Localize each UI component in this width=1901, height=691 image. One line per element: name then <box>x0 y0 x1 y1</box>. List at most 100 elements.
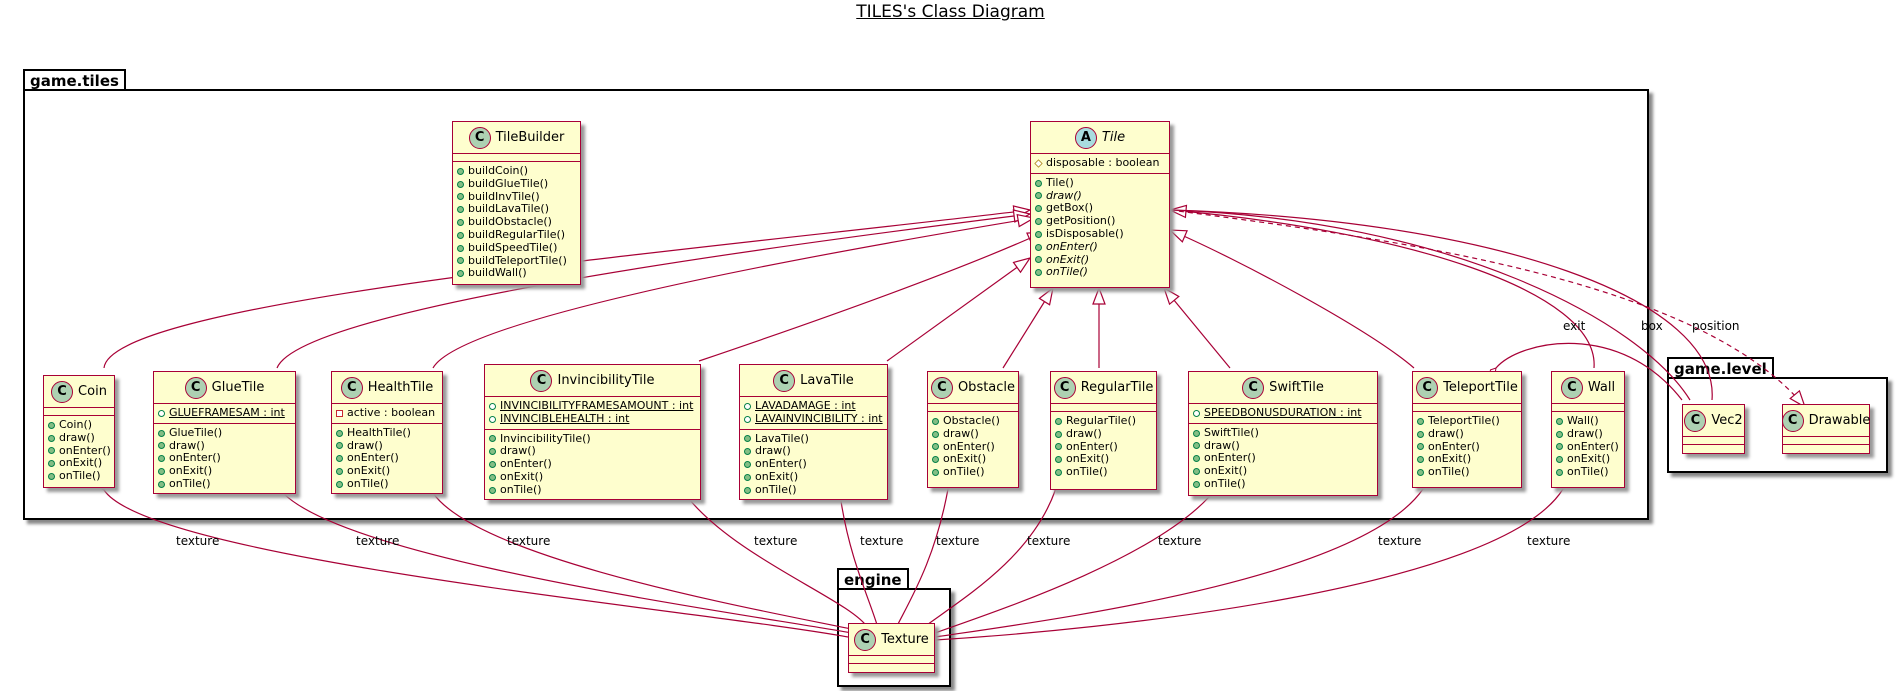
visibility-icon <box>48 447 55 455</box>
member-row: onExit() <box>1035 252 1169 267</box>
method: Tile() <box>1046 175 1074 189</box>
visibility-icon <box>158 480 165 488</box>
visibility-icon <box>1417 443 1424 451</box>
visibility-icon <box>1035 218 1042 226</box>
class-section: Coin() draw() onEnter() onExit() onTile(… <box>44 416 114 486</box>
member-text: onEnter() <box>1428 439 1480 453</box>
member-text: Obstacle() <box>943 414 1000 427</box>
member-row: onExit() <box>744 470 887 484</box>
visibility-icon <box>1556 417 1563 425</box>
class-section: buildCoin() buildGlueTile() buildInvTile… <box>453 162 580 283</box>
visibility-icon <box>336 442 343 450</box>
visibility-icon <box>1193 455 1200 463</box>
member-row: onEnter() <box>1055 440 1156 454</box>
visibility-icon <box>48 460 55 468</box>
class-section <box>928 404 1018 412</box>
member-text: LAVADAMAGE : int <box>755 399 856 412</box>
member-text: InvincibilityTile() <box>500 431 591 445</box>
member-text: onExit() <box>943 452 987 466</box>
member-text: SwiftTile() <box>1204 425 1259 439</box>
visibility-icon <box>457 244 464 252</box>
member-row: getBox() <box>1035 202 1169 215</box>
class-name: Texture <box>881 632 929 647</box>
member-row: draw() <box>1035 189 1169 203</box>
class-icon: C <box>930 376 953 399</box>
visibility-icon <box>1035 205 1042 213</box>
invincibilitytile-texture <box>681 490 869 629</box>
member-text: draw() <box>1204 438 1240 452</box>
lavatile-texture <box>836 490 879 629</box>
member-row: buildTeleportTile() <box>457 254 580 268</box>
healthtile-extends-tile <box>432 218 1034 369</box>
visibility-icon <box>336 429 343 437</box>
visibility-icon <box>1556 443 1563 451</box>
gluetile-extends-tile <box>276 214 1030 369</box>
member-row: onTile() <box>1417 465 1521 479</box>
member-row: onEnter() <box>1035 240 1169 254</box>
member-row: draw() <box>1193 438 1377 453</box>
class-section <box>1683 445 1744 453</box>
member-row: LavaTile() <box>744 431 887 446</box>
member-row: getPosition() <box>1035 214 1169 228</box>
member-text: onExit() <box>500 469 544 483</box>
visibility-icon <box>744 435 751 443</box>
class-section: INVINCIBILITYFRAMESAMOUNT : int INVINCIB… <box>485 397 700 430</box>
member-text: onTile() <box>755 482 797 496</box>
member-row: onEnter() <box>158 452 295 465</box>
edge-label-exit: exit <box>1563 319 1586 333</box>
visibility-icon <box>1417 456 1424 464</box>
class-section <box>1683 437 1744 445</box>
member-text: RegularTile() <box>1066 414 1137 427</box>
class-section: SwiftTile() draw() onEnter() onExit() on… <box>1189 424 1377 494</box>
class-icon: C <box>1560 376 1583 399</box>
class-name: TileBuilder <box>495 130 565 145</box>
member-row: isDisposable() <box>1035 227 1169 241</box>
member-text: onEnter() <box>943 439 995 453</box>
visibility-icon <box>1417 469 1424 477</box>
member-text: INVINCIBILITYFRAMESAMOUNT : int <box>500 399 694 412</box>
method: onExit() <box>1046 252 1090 266</box>
method: getPosition() <box>1046 214 1116 228</box>
method: buildGlueTile() <box>468 176 549 190</box>
member-row: onExit() <box>336 464 442 478</box>
edge-label-texture-regulartile: texture <box>1027 534 1070 548</box>
edge-label-position: position <box>1692 319 1740 333</box>
method: getBox() <box>1046 201 1094 215</box>
class-name: LavaTile <box>800 373 854 388</box>
member-text: onEnter() <box>500 457 552 471</box>
class-icon: C <box>1242 376 1265 399</box>
tile-position-vec2 <box>1159 206 1713 401</box>
member-text: onExit() <box>1204 464 1248 478</box>
member-text: onTile() <box>943 465 985 479</box>
member-text: onExit() <box>169 464 213 478</box>
member-row: onEnter() <box>1193 452 1377 465</box>
member-row: onTile() <box>1193 477 1377 491</box>
member-row: onEnter() <box>336 452 442 465</box>
member-row: Tile() <box>1035 175 1169 190</box>
member-row: buildCoin() <box>457 164 580 178</box>
edge-label-box: box <box>1641 319 1663 333</box>
visibility-icon <box>1055 443 1062 451</box>
member-row: onExit() <box>1055 453 1156 466</box>
member-row: onTile() <box>1035 266 1169 279</box>
visibility-icon <box>1193 442 1200 450</box>
member-text: LavaTile() <box>755 431 809 445</box>
